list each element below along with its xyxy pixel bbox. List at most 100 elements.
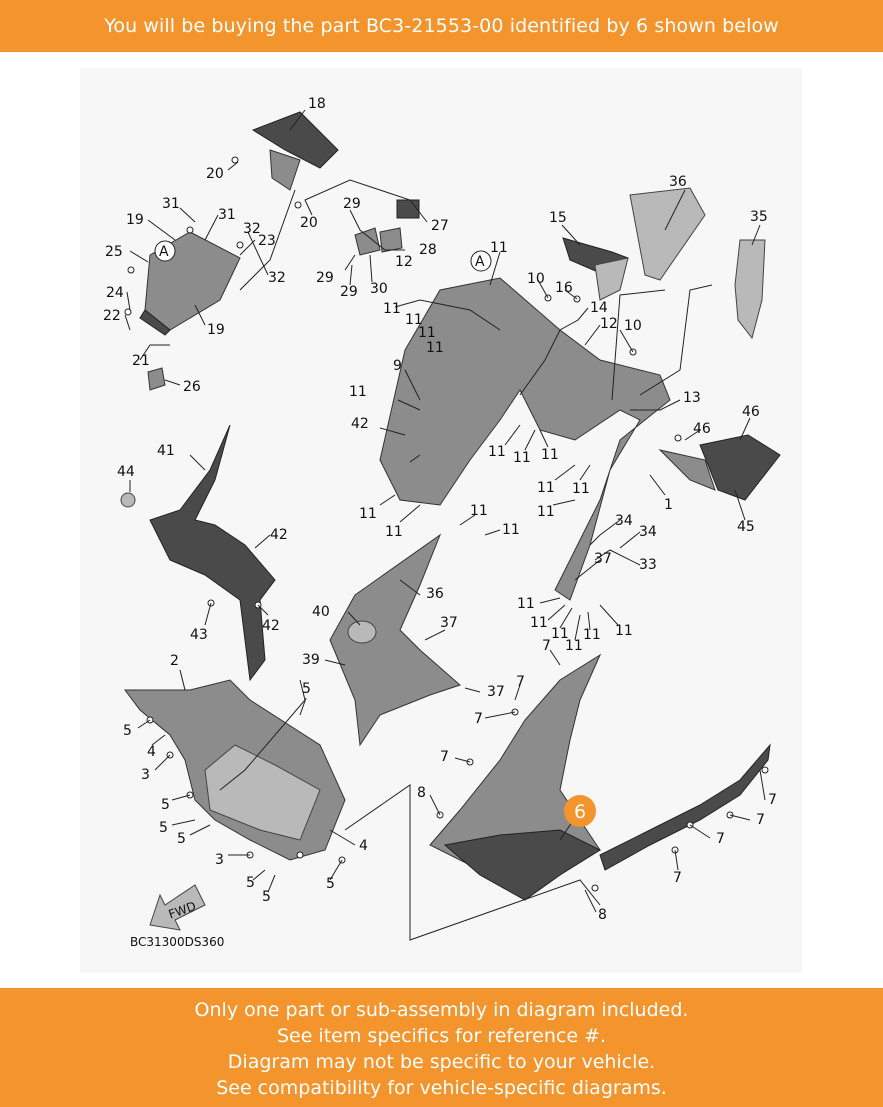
callout-23: 23	[258, 233, 276, 249]
callout-5: 5	[262, 889, 271, 905]
callout-11: 11	[565, 638, 583, 654]
callout-2: 2	[170, 653, 179, 669]
highlight-number: 6	[574, 801, 586, 823]
highlight-badge: 6	[564, 795, 596, 827]
callout-11: 11	[488, 444, 506, 460]
callout-21: 21	[132, 353, 150, 369]
callout-29: 29	[316, 270, 334, 286]
callout-labels: 18 20 20 31 31 19 32 23 32 25 24 22 19 2…	[103, 96, 777, 923]
callout-11: 11	[383, 301, 401, 317]
callout-17: 18	[308, 96, 326, 112]
callout-11: 11	[517, 596, 535, 612]
callout-15: 15	[549, 210, 567, 226]
footer-line-4: See compatibility for vehicle-specific d…	[216, 1077, 667, 1099]
callout-11: 11	[490, 240, 508, 256]
callout-11: 11	[470, 503, 488, 519]
callout-33: 33	[639, 557, 657, 573]
callout-4: 4	[147, 744, 156, 760]
callout-11: 11	[513, 450, 531, 466]
callout-11: 11	[572, 481, 590, 497]
callout-42: 42	[262, 618, 280, 634]
callout-22: 22	[103, 308, 121, 324]
callout-7: 7	[768, 792, 777, 808]
callout-29: 29	[340, 284, 358, 300]
fwd-arrow-icon: FWD	[149, 884, 206, 931]
diagram-code: BC31300DS360	[130, 935, 224, 949]
callout-5: 5	[246, 875, 255, 891]
callout-11: 11	[537, 480, 555, 496]
callout-4: 4	[359, 838, 368, 854]
callout-3: 3	[141, 767, 150, 783]
callout-11: 11	[385, 524, 403, 540]
callout-25: 25	[105, 244, 123, 260]
callout-11: 11	[615, 623, 633, 639]
callout-37: 36	[426, 586, 444, 602]
callout-38: 37	[440, 615, 458, 631]
callout-34: 34	[615, 513, 633, 529]
callout-34: 34	[639, 524, 657, 540]
callout-41: 41	[157, 443, 175, 459]
callout-7: 7	[474, 711, 483, 727]
callout-36: 36	[669, 174, 687, 190]
callout-31: 31	[162, 196, 180, 212]
callout-35: 35	[750, 209, 768, 225]
footer-line-1: Only one part or sub-assembly in diagram…	[194, 999, 689, 1021]
callout-5: 5	[161, 797, 170, 813]
callout-8: 8	[598, 907, 607, 923]
callout-7: 7	[440, 749, 449, 765]
callout-38: 37	[594, 551, 612, 567]
header-text: You will be buying the part BC3-21553-00…	[104, 15, 779, 37]
callout-20: 20	[206, 166, 224, 182]
callout-30: 30	[370, 281, 388, 297]
callout-45: 45	[737, 519, 755, 535]
callout-32: 32	[268, 270, 286, 286]
ref-marker-right: A	[470, 250, 492, 272]
ref-marker-right-label: A	[475, 254, 485, 270]
callout-46: 46	[742, 404, 760, 420]
callout-42: 42	[351, 416, 369, 432]
callout-7: 7	[542, 638, 551, 654]
callout-11: 11	[541, 447, 559, 463]
callout-1: 1	[664, 497, 673, 513]
callout-5: 5	[123, 723, 132, 739]
callout-11: 11	[583, 627, 601, 643]
callout-19: 19	[126, 212, 144, 228]
callout-10: 10	[527, 271, 545, 287]
callout-7: 7	[756, 812, 765, 828]
callout-40: 40	[312, 604, 330, 620]
callout-11: 11	[426, 340, 444, 356]
callout-3: 3	[215, 852, 224, 868]
callout-11: 11	[551, 626, 569, 642]
callout-11: 11	[418, 325, 436, 341]
callout-42: 42	[270, 527, 288, 543]
callout-9: 9	[393, 358, 402, 374]
callout-39: 39	[302, 652, 320, 668]
callout-5: 5	[326, 876, 335, 892]
callout-11: 11	[530, 615, 548, 631]
callout-18: 19	[207, 322, 225, 338]
callout-27: 27	[431, 218, 449, 234]
callout-7: 7	[516, 674, 525, 690]
callout-11: 11	[349, 384, 367, 400]
footer-line-3: Diagram may not be specific to your vehi…	[227, 1051, 656, 1073]
ref-marker-left: A	[154, 240, 176, 262]
callout-31: 31	[218, 207, 236, 223]
callout-26: 26	[183, 379, 201, 395]
callout-12: 12	[600, 316, 618, 332]
callout-7: 7	[716, 831, 725, 847]
callout-12: 12	[395, 254, 413, 270]
callout-44: 44	[117, 464, 135, 480]
callout-5: 5	[177, 831, 186, 847]
leader-lines	[124, 109, 766, 941]
callout-43: 43	[190, 627, 208, 643]
part-shapes	[120, 111, 781, 901]
ref-marker-left-label: A	[159, 244, 169, 260]
callout-16: 16	[555, 280, 573, 296]
top-banner: You will be buying the part BC3-21553-00…	[0, 0, 883, 52]
callout-29: 29	[343, 196, 361, 212]
bottom-banner: Only one part or sub-assembly in diagram…	[0, 988, 883, 1107]
callout-11: 11	[537, 504, 555, 520]
callout-11: 11	[359, 506, 377, 522]
callout-24: 24	[106, 285, 124, 301]
